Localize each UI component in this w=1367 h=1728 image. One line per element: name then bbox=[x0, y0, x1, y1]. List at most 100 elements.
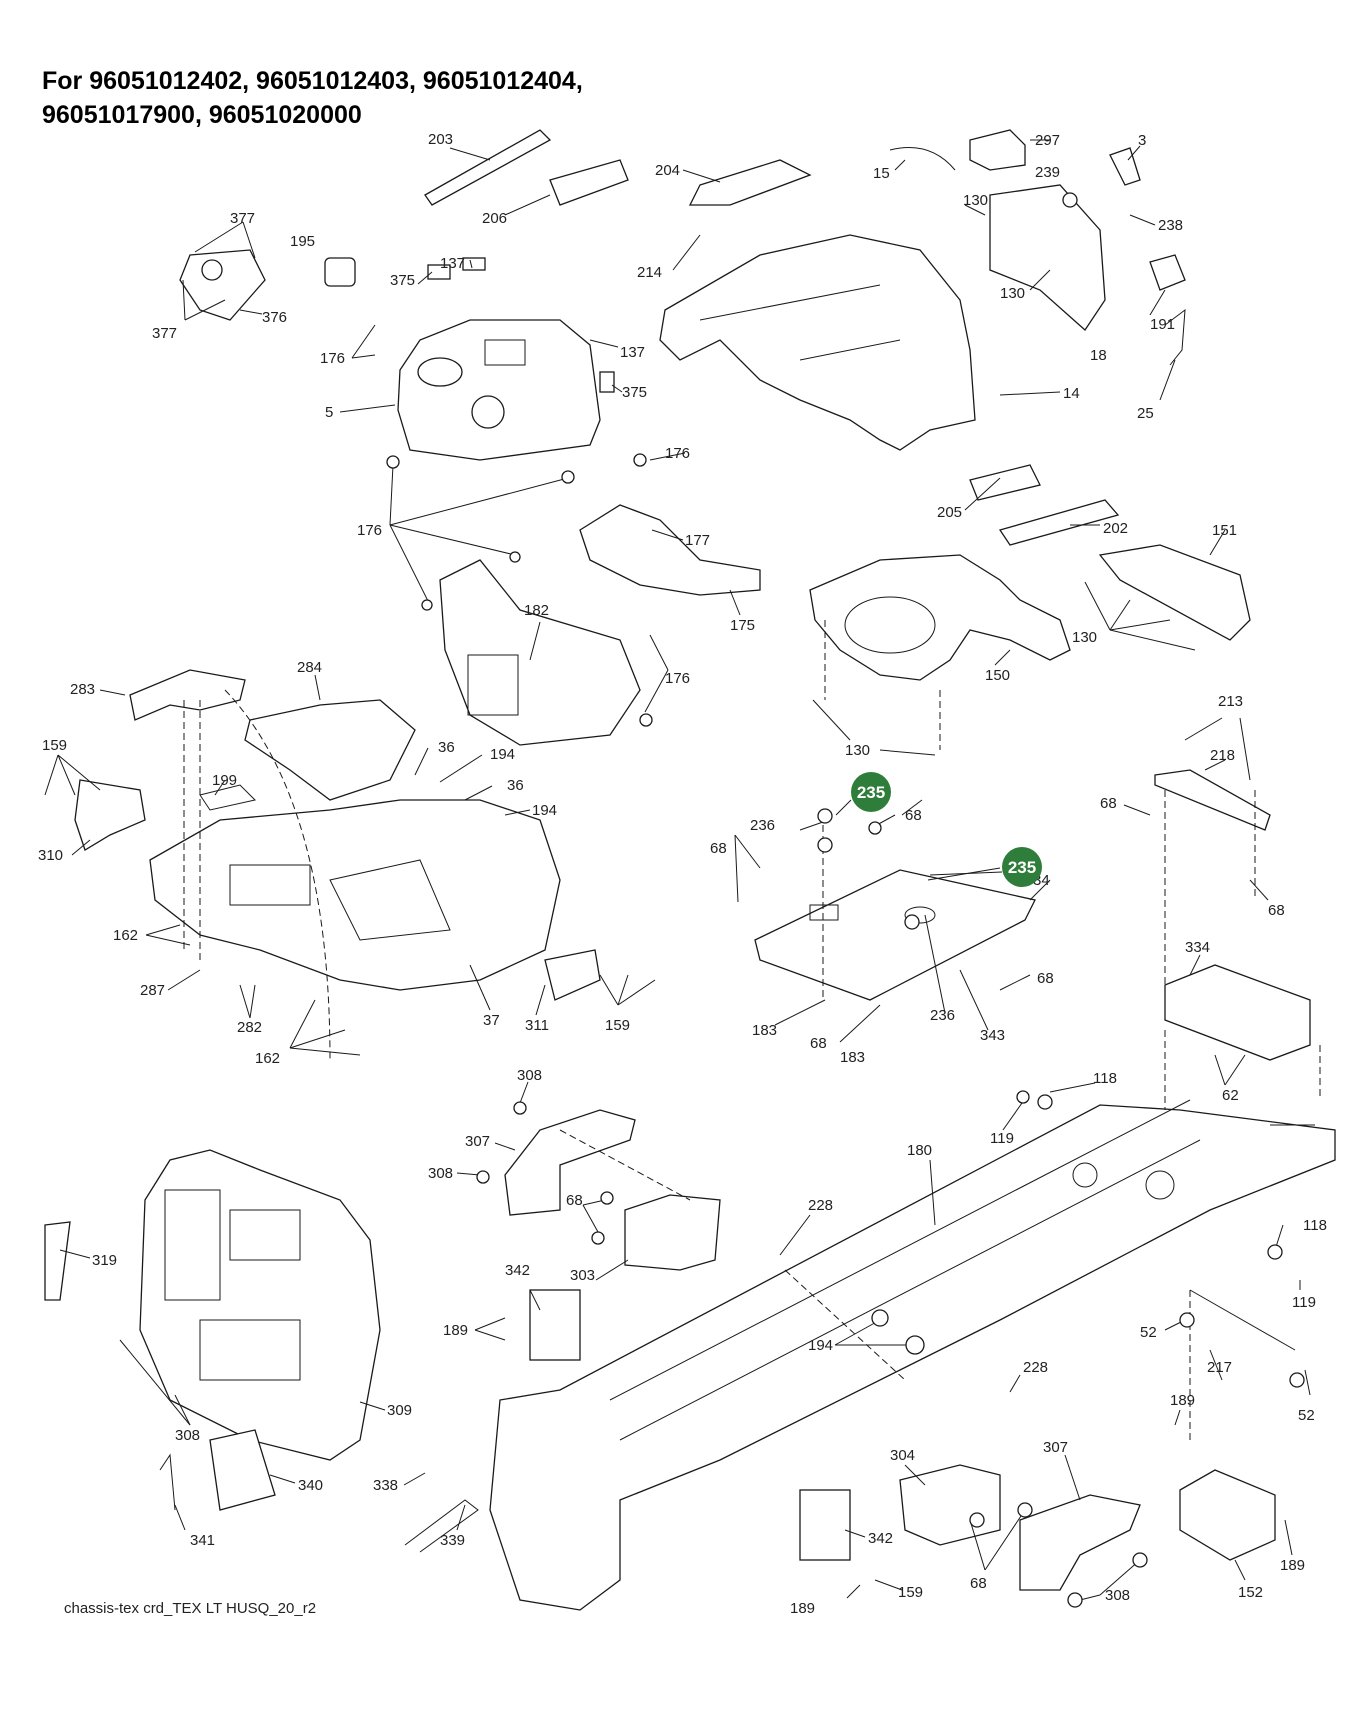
callout-130-c: 130 bbox=[1072, 629, 1097, 646]
callout-319: 319 bbox=[92, 1252, 117, 1269]
callout-334: 334 bbox=[1185, 939, 1210, 956]
callout-137-a: 137 bbox=[440, 255, 465, 272]
callout-194-a: 194 bbox=[490, 746, 515, 763]
highlight-label: 235 bbox=[1008, 858, 1036, 877]
callout-189-c: 189 bbox=[790, 1600, 815, 1617]
callout-118-b: 118 bbox=[1303, 1217, 1327, 1234]
callout-176-c: 176 bbox=[357, 522, 382, 539]
callout-238: 238 bbox=[1158, 217, 1183, 234]
callout-309: 309 bbox=[387, 1402, 412, 1419]
callout-282: 282 bbox=[237, 1019, 262, 1036]
callout-3: 3 bbox=[1138, 132, 1146, 149]
callout-204: 204 bbox=[655, 162, 680, 179]
callout-183-a: 183 bbox=[752, 1022, 777, 1039]
callout-205: 205 bbox=[937, 504, 962, 521]
callout-119-a: 119 bbox=[990, 1130, 1014, 1147]
callout-202: 202 bbox=[1103, 520, 1128, 537]
callout-213: 213 bbox=[1218, 693, 1243, 710]
callout-130-d: 130 bbox=[845, 742, 870, 759]
callout-308-d: 308 bbox=[1105, 1587, 1130, 1604]
highlight-235-b[interactable]: 235 bbox=[1002, 847, 1042, 887]
part-drawings bbox=[44, 129, 1336, 1611]
leader-lines bbox=[44, 139, 1315, 1601]
callout-25: 25 bbox=[1137, 405, 1154, 422]
callout-239: 239 bbox=[1035, 164, 1060, 181]
callout-159-b: 159 bbox=[605, 1017, 630, 1034]
callout-130-a: 130 bbox=[963, 192, 988, 209]
callout-68-a: 68 bbox=[905, 807, 922, 824]
callout-175: 175 bbox=[730, 617, 755, 634]
callout-377-bottom: 377 bbox=[152, 325, 177, 342]
callout-283: 283 bbox=[70, 681, 95, 698]
callout-37: 37 bbox=[483, 1012, 500, 1029]
callout-14: 14 bbox=[1063, 385, 1080, 402]
callout-189-b: 189 bbox=[1170, 1392, 1195, 1409]
callout-340: 340 bbox=[298, 1477, 323, 1494]
callout-labels: 203 206 204 214 15 297 3 239 238 130 130… bbox=[38, 131, 1327, 1617]
callout-342-a: 342 bbox=[505, 1262, 530, 1279]
title-line-1: For 96051012402, 96051012403, 9605101240… bbox=[42, 67, 583, 95]
callout-152: 152 bbox=[1238, 1584, 1263, 1601]
callout-5: 5 bbox=[325, 404, 333, 421]
callout-236-a: 236 bbox=[750, 817, 775, 834]
callout-195: 195 bbox=[290, 233, 315, 250]
callout-228-a: 228 bbox=[808, 1197, 833, 1214]
callout-119-b: 119 bbox=[1292, 1294, 1316, 1311]
callout-342-b: 342 bbox=[868, 1530, 893, 1547]
callout-189-a: 189 bbox=[443, 1322, 468, 1339]
callout-18: 18 bbox=[1090, 347, 1107, 364]
callout-150: 150 bbox=[985, 667, 1010, 684]
callout-307-b: 307 bbox=[1043, 1439, 1068, 1456]
callout-377-top: 377 bbox=[230, 210, 255, 227]
callout-310: 310 bbox=[38, 847, 63, 864]
callout-308-c: 308 bbox=[175, 1427, 200, 1444]
callout-183-b: 183 bbox=[840, 1049, 865, 1066]
callout-176-b: 176 bbox=[665, 445, 690, 462]
callout-228-b: 228 bbox=[1023, 1359, 1048, 1376]
callout-338: 338 bbox=[373, 1477, 398, 1494]
callout-303: 303 bbox=[570, 1267, 595, 1284]
callout-176-d: 176 bbox=[665, 670, 690, 687]
callout-151: 151 bbox=[1212, 522, 1237, 539]
highlight-label: 235 bbox=[857, 783, 885, 802]
callout-36-b: 36 bbox=[507, 777, 524, 794]
highlight-circle bbox=[1002, 847, 1042, 887]
callout-304: 304 bbox=[890, 1447, 915, 1464]
callout-217: 217 bbox=[1207, 1359, 1232, 1376]
callout-284: 284 bbox=[297, 659, 322, 676]
callout-194-b: 194 bbox=[532, 802, 557, 819]
callout-182: 182 bbox=[524, 602, 549, 619]
callout-206: 206 bbox=[482, 210, 507, 227]
callout-130-b: 130 bbox=[1000, 285, 1025, 302]
callout-52-a: 52 bbox=[1140, 1324, 1157, 1341]
assembly-dashed-lines bbox=[183, 620, 1321, 1440]
callout-218: 218 bbox=[1210, 747, 1235, 764]
callout-52-b: 52 bbox=[1298, 1407, 1315, 1424]
callout-159-c: 159 bbox=[898, 1584, 923, 1601]
callout-308-a: 308 bbox=[517, 1067, 542, 1084]
highlight-235-a[interactable]: 235 bbox=[851, 772, 891, 812]
callout-177: 177 bbox=[685, 532, 710, 549]
callout-68-g: 68 bbox=[566, 1192, 583, 1209]
callout-176-a: 176 bbox=[320, 350, 345, 367]
callout-62: 62 bbox=[1222, 1087, 1239, 1104]
callout-375-b: 375 bbox=[622, 384, 647, 401]
callout-339: 339 bbox=[440, 1532, 465, 1549]
fasteners bbox=[386, 453, 1305, 1608]
callout-311: 311 bbox=[525, 1017, 549, 1034]
callout-189-d: 189 bbox=[1280, 1557, 1305, 1574]
callout-15: 15 bbox=[873, 165, 890, 182]
callout-180: 180 bbox=[907, 1142, 932, 1159]
callout-199: 199 bbox=[212, 772, 237, 789]
callout-162-b: 162 bbox=[255, 1050, 280, 1067]
callout-203: 203 bbox=[428, 131, 453, 148]
callout-236-b: 236 bbox=[930, 1007, 955, 1024]
callout-137-b: 137 bbox=[620, 344, 645, 361]
title-line-2: 96051017900, 96051020000 bbox=[42, 101, 362, 129]
footer-caption: chassis-tex crd_TEX LT HUSQ_20_r2 bbox=[64, 1600, 317, 1617]
callout-159-a: 159 bbox=[42, 737, 67, 754]
callout-375-a: 375 bbox=[390, 272, 415, 289]
callout-162-a: 162 bbox=[113, 927, 138, 944]
callout-343: 343 bbox=[980, 1027, 1005, 1044]
